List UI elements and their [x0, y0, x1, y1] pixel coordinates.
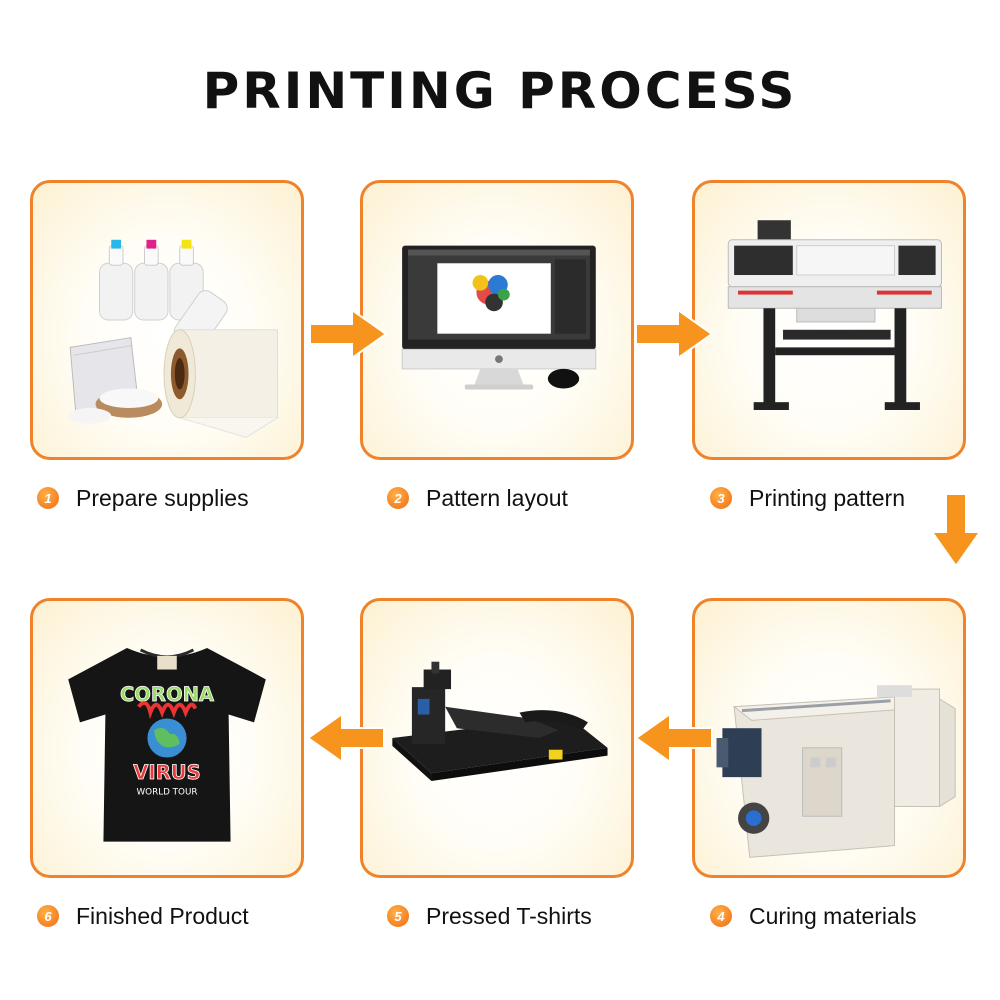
step-5-label-row: 5 Pressed T-shirts	[387, 899, 592, 933]
step-2-badge: 2	[387, 487, 409, 509]
step-5-label: Pressed T-shirts	[426, 902, 592, 929]
page-title: PRINTING PROCESS	[202, 62, 798, 120]
step-4-label: Curing materials	[749, 902, 917, 929]
heat-press-image	[392, 661, 608, 782]
step-3-badge: 3	[710, 487, 732, 509]
step-4-card	[692, 598, 966, 878]
step-3-label-row: 3 Printing pattern	[710, 481, 905, 515]
arrow-left-2-icon	[306, 712, 385, 764]
step-6-label-row: 6 Finished Product	[37, 899, 249, 933]
step-2-label: Pattern layout	[426, 484, 568, 511]
step-1-card	[30, 180, 304, 460]
tshirt-print-line1: CORONA	[120, 683, 215, 706]
step-4-badge: 4	[710, 905, 732, 927]
step-1-badge: 1	[37, 487, 59, 509]
step-2-label-row: 2 Pattern layout	[387, 481, 568, 515]
step-2-card	[360, 180, 634, 460]
arrow-down-icon	[930, 493, 982, 568]
step-1-label-row: 1 Prepare supplies	[37, 481, 249, 515]
tshirt-print-line2: VIRUS	[133, 761, 200, 784]
step-3-label: Printing pattern	[749, 484, 905, 511]
tshirt-print-line3: WORLD TOUR	[136, 788, 197, 798]
step-5-card	[360, 598, 634, 878]
curing-machine-image	[716, 685, 956, 858]
step-6-badge: 6	[37, 905, 59, 927]
step-6-card: CORONA VIRUS WORLD TOUR	[30, 598, 304, 878]
tshirt-image: CORONA VIRUS WORLD TOUR	[68, 648, 266, 842]
step-4-label-row: 4 Curing materials	[710, 899, 916, 933]
step-1-label: Prepare supplies	[76, 484, 249, 511]
arrow-left-1-icon	[634, 712, 713, 764]
step-6-label: Finished Product	[76, 902, 249, 929]
arrow-right-2-icon	[635, 308, 714, 360]
step-3-card	[692, 180, 966, 460]
computer-image	[401, 245, 597, 390]
supplies-image	[68, 239, 279, 438]
printer-image	[727, 220, 942, 410]
arrow-right-1-icon	[309, 308, 388, 360]
step-5-badge: 5	[387, 905, 409, 927]
